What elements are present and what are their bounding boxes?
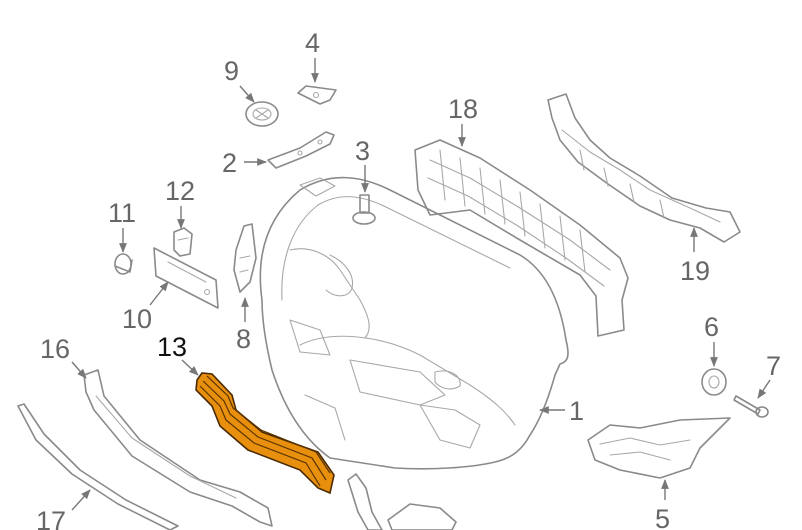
callout-label: 10 (122, 304, 152, 334)
callout-label: 19 (680, 256, 710, 286)
callout-5: 5 (655, 479, 670, 530)
part-6-grommet[interactable] (701, 368, 727, 396)
part-lower-cover[interactable] (387, 503, 457, 530)
part-8-side-bracket[interactable] (233, 223, 257, 293)
callout-4: 4 (305, 28, 320, 83)
part-lower-bracket[interactable] (347, 473, 383, 530)
callout-label: 5 (655, 504, 670, 530)
callout-11: 11 (108, 198, 136, 253)
callout-17: 17 (36, 489, 91, 530)
callout-9: 9 (224, 56, 255, 103)
callout-label: 8 (236, 324, 251, 354)
callout-13: 13 (157, 332, 199, 376)
callout-label: 9 (224, 56, 239, 86)
part-4-clip-nut[interactable] (297, 85, 337, 105)
callout-label: 7 (766, 351, 781, 381)
callout-label-highlighted: 13 (157, 332, 187, 362)
part-19-upper-bracket[interactable] (547, 93, 741, 243)
part-16-trim-strip[interactable] (83, 369, 273, 527)
part-18-energy-absorber[interactable] (414, 139, 629, 337)
callout-label: 6 (704, 312, 719, 342)
callout-16: 16 (40, 334, 87, 379)
callout-label: 11 (108, 198, 136, 228)
callout-label: 12 (165, 176, 195, 206)
callout-2: 2 (222, 148, 267, 178)
callout-6: 6 (704, 312, 719, 367)
callout-12: 12 (165, 176, 195, 229)
callout-label: 3 (355, 136, 370, 166)
part-3-bolt[interactable] (352, 194, 376, 225)
callout-7: 7 (757, 351, 781, 399)
callout-10: 10 (122, 281, 169, 334)
part-2-bracket[interactable] (267, 131, 335, 169)
part-7-screw[interactable] (733, 395, 769, 418)
part-17-lip-strip[interactable] (17, 403, 179, 530)
part-11-push-clip[interactable] (114, 253, 133, 275)
callout-8: 8 (236, 297, 251, 354)
callout-label: 4 (305, 28, 320, 58)
callout-19: 19 (680, 227, 710, 286)
part-10-mounting-plate[interactable] (153, 247, 219, 309)
callout-label: 17 (36, 506, 66, 530)
callout-1: 1 (539, 396, 584, 426)
callout-label: 18 (448, 94, 478, 124)
part-5-bracket[interactable] (587, 417, 731, 479)
callout-label: 16 (40, 334, 70, 364)
callout-label: 1 (569, 396, 584, 426)
part-1-bumper-cover[interactable] (259, 176, 569, 470)
part-9-emblem[interactable] (245, 101, 279, 127)
part-12-retainer-clip[interactable] (173, 227, 193, 257)
callout-18: 18 (448, 94, 478, 147)
callout-label: 2 (222, 148, 237, 178)
part-13-grille-strip[interactable] (195, 372, 335, 495)
callout-3: 3 (355, 136, 370, 193)
